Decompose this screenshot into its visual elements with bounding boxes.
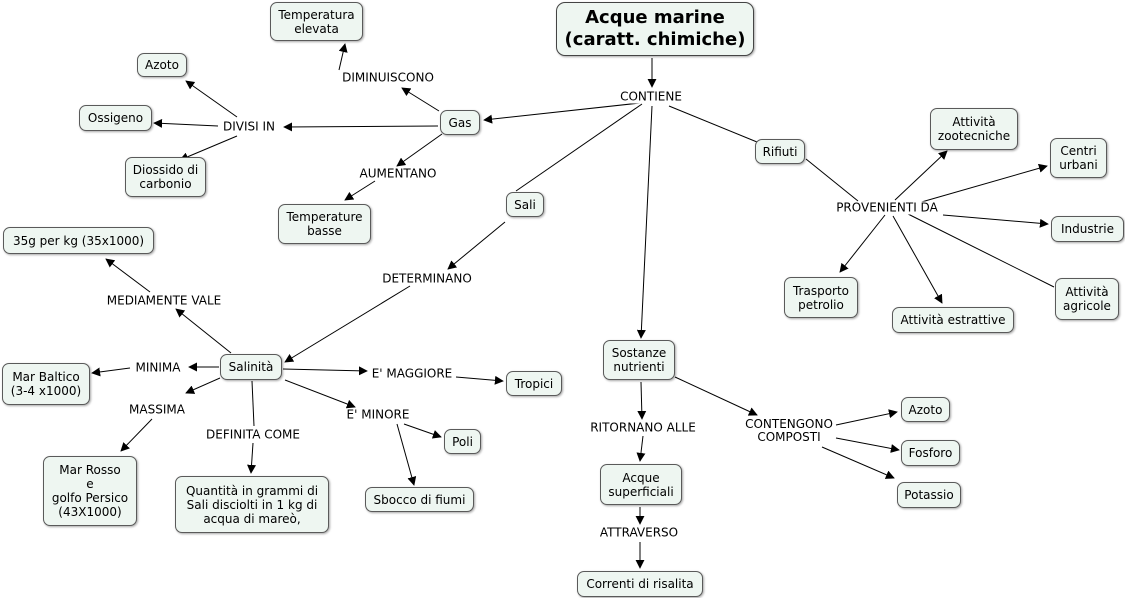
- connector-23: [175, 308, 232, 354]
- link-definita-come: DEFINITA COME: [204, 427, 302, 442]
- connector-41: [835, 409, 898, 426]
- connector-22: [907, 213, 1055, 288]
- connector-5: [668, 105, 758, 143]
- connector-17: [894, 150, 948, 201]
- connector-16: [805, 158, 859, 202]
- link-contiene: CONTIENE: [618, 89, 684, 104]
- node-industrie[interactable]: Industrie: [1051, 216, 1124, 242]
- connector-31: [282, 366, 368, 376]
- connector-10: [344, 180, 376, 201]
- connector-4: [636, 105, 653, 339]
- node-trasporto-petrolio[interactable]: Trasporto petrolio: [784, 277, 858, 318]
- connector-13: [179, 135, 238, 162]
- node-salinita-valore[interactable]: 35g per kg (35x1000): [3, 227, 154, 254]
- node-temperatura-elevata[interactable]: Temperatura elevata: [270, 2, 363, 41]
- connector-24: [105, 258, 151, 293]
- link-divisi-in: DIVISI IN: [220, 119, 278, 134]
- link-diminuiscono: DIMINUISCONO: [340, 70, 436, 85]
- link-mediamente-vale: MEDIAMENTE VALE: [104, 293, 224, 308]
- link-contengono-composti: CONTENGONO COMPOSTI: [743, 417, 835, 444]
- connector-7: [338, 43, 348, 71]
- connector-40: [674, 376, 758, 416]
- connector-14: [447, 221, 506, 270]
- main-title-node[interactable]: Acque marine (caratt. chimiche): [556, 2, 754, 56]
- node-tropici[interactable]: Tropici: [506, 371, 562, 396]
- connector-12: [153, 118, 219, 128]
- connector-9: [396, 133, 443, 167]
- node-attivita-estrattive[interactable]: Attività estrattive: [892, 307, 1014, 333]
- connector-8: [283, 122, 439, 132]
- connector-6: [401, 87, 440, 112]
- connector-34: [403, 423, 442, 439]
- connector-11: [185, 80, 238, 118]
- node-attivita-agricole[interactable]: Attività agricole: [1055, 278, 1119, 320]
- link-massima: MASSIMA: [127, 402, 187, 417]
- node-salinita[interactable]: Salinità: [220, 354, 282, 380]
- connector-30: [247, 442, 257, 474]
- node-gas[interactable]: Gas: [440, 110, 480, 135]
- node-sali[interactable]: Sali: [506, 192, 544, 217]
- connector-27: [185, 377, 221, 394]
- link-minima: MINIMA: [133, 360, 183, 375]
- node-azoto-gas[interactable]: Azoto: [137, 53, 187, 77]
- node-acque-superficiali[interactable]: Acque superficiali: [600, 464, 682, 505]
- node-centri-urbani[interactable]: Centri urbani: [1050, 138, 1107, 178]
- node-potassio[interactable]: Potassio: [897, 482, 961, 508]
- node-mar-rosso[interactable]: Mar Rosso e golfo Persico (43X1000): [43, 456, 137, 526]
- node-sbocco-fiumi[interactable]: Sbocco di fiumi: [365, 487, 474, 512]
- link-e-minore: E' MINORE: [344, 407, 412, 422]
- node-ossigeno[interactable]: Ossigeno: [79, 105, 152, 131]
- link-e-maggiore: E' MAGGIORE: [369, 366, 455, 381]
- node-mar-baltico[interactable]: Mar Baltico (3-4 x1000): [2, 363, 90, 405]
- node-attivita-zootecniche[interactable]: Attività zootecniche: [930, 108, 1018, 150]
- node-correnti-risalita[interactable]: Correnti di risalita: [577, 571, 703, 597]
- connector-15: [284, 285, 411, 363]
- connector-18: [917, 163, 1048, 204]
- connector-28: [120, 418, 153, 452]
- connector-21: [892, 215, 943, 304]
- connector-36: [637, 381, 647, 420]
- node-sostanze-nutrienti[interactable]: Sostanze nutrienti: [603, 340, 675, 380]
- link-provenienti-da: PROVENIENTI DA: [834, 200, 940, 215]
- node-poli[interactable]: Poli: [444, 429, 481, 454]
- node-temperature-basse[interactable]: Temperature basse: [278, 204, 371, 244]
- connector-3: [515, 103, 643, 192]
- link-ritornano-alle: RITORNANO ALLE: [588, 420, 698, 435]
- connector-37: [636, 435, 646, 462]
- connector-29: [251, 380, 255, 427]
- node-fosforo[interactable]: Fosforo: [901, 440, 960, 466]
- connector-2: [483, 102, 641, 124]
- link-determinano: DETERMINANO: [380, 271, 474, 286]
- node-rifiuti[interactable]: Rifiuti: [755, 139, 805, 164]
- connector-43: [821, 446, 895, 479]
- node-quantita-definizione[interactable]: Quantità in grammi di Sali disciolti in …: [175, 476, 329, 533]
- link-aumentano: AUMENTANO: [357, 166, 439, 181]
- link-attraverso: ATTRAVERSO: [597, 525, 681, 540]
- connector-33: [284, 379, 356, 409]
- connector-20: [839, 214, 886, 273]
- node-diossido-carbonio[interactable]: Diossido di carbonio: [125, 157, 206, 197]
- connector-32: [455, 375, 504, 385]
- connector-19: [942, 214, 1049, 228]
- connector-35: [396, 423, 417, 486]
- connector-26: [91, 367, 131, 377]
- node-azoto-nutrienti[interactable]: Azoto: [901, 397, 950, 422]
- connector-42: [835, 437, 900, 453]
